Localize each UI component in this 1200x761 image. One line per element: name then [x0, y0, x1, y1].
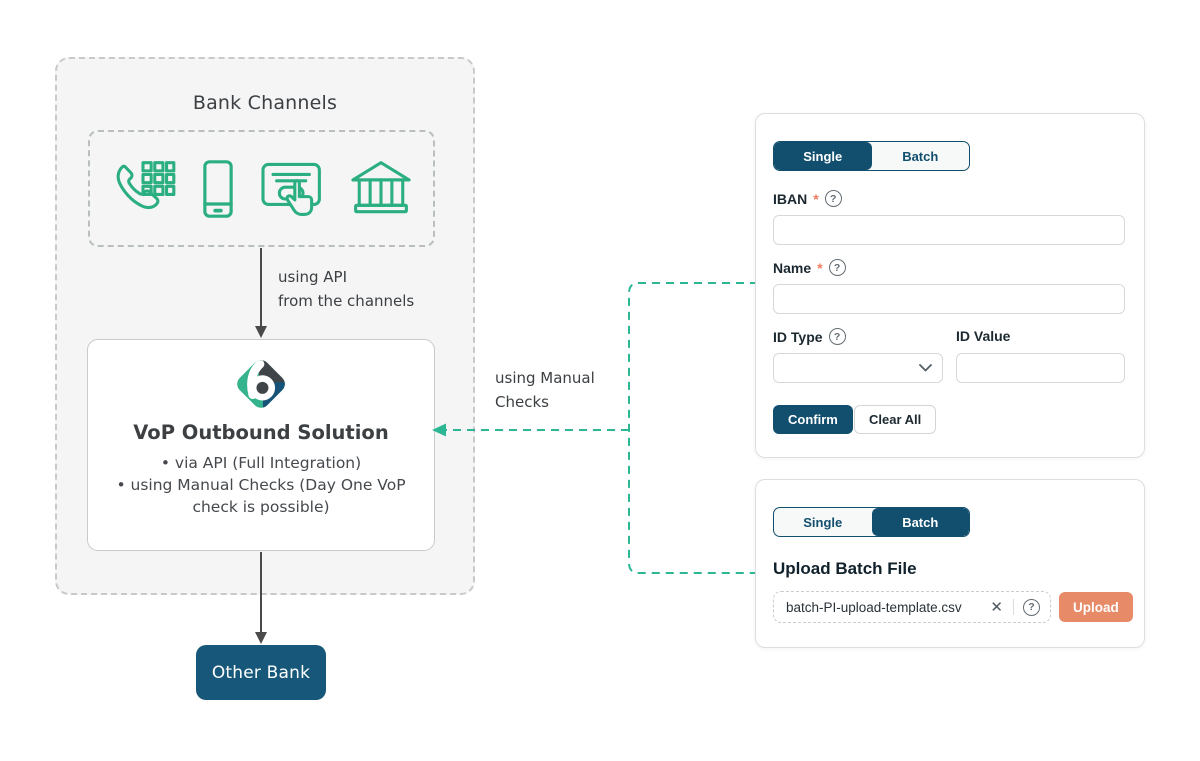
remove-file-icon[interactable]: ✕ [990, 599, 1003, 616]
upload-batch-file-heading: Upload Batch File [773, 559, 917, 578]
batch-upload-panel: Single Batch Upload Batch File batch-PI-… [755, 479, 1145, 648]
vop-bullet-manual: using Manual Checks (Day One VoP check i… [116, 476, 405, 516]
manual-checks-label: using Manual Checks [495, 369, 595, 411]
tab-batch[interactable]: Batch [871, 508, 969, 536]
id-type-label: ID Type ? [773, 328, 846, 345]
single-form-tab-group: Single Batch [773, 141, 970, 171]
name-help-icon[interactable]: ? [828, 259, 846, 276]
id-value-label: ID Value [956, 328, 1011, 344]
chip-divider [1013, 599, 1014, 615]
name-label: Name * ? [773, 259, 846, 276]
smartphone-icon [198, 159, 238, 219]
single-check-panel: Single Batch IBAN * ? Name * ? ID Type ?… [755, 113, 1145, 458]
name-input[interactable] [773, 284, 1125, 314]
tab-single[interactable]: Single [774, 142, 872, 170]
chevron-down-icon [919, 364, 932, 372]
confirm-button[interactable]: Confirm [773, 405, 853, 434]
manual-checks-connector [432, 282, 758, 574]
phone-keypad-icon [110, 160, 176, 218]
iban-input[interactable] [773, 215, 1125, 245]
id-value-input[interactable] [956, 353, 1125, 383]
id-type-select[interactable] [773, 353, 943, 383]
bank-building-icon [348, 160, 414, 218]
vop-logo-icon [233, 356, 289, 412]
iban-label: IBAN * ? [773, 190, 842, 207]
iban-required-marker: * [813, 190, 819, 207]
name-required-marker: * [817, 259, 823, 276]
selected-file-chip: batch-PI-upload-template.csv ✕ ? [773, 591, 1051, 623]
iban-help-icon[interactable]: ? [824, 190, 842, 207]
upload-button[interactable]: Upload [1059, 592, 1133, 622]
channel-icons-box [88, 130, 435, 247]
vop-outbound-solution-box: VoP Outbound Solution via API (Full Inte… [87, 339, 435, 551]
other-bank-label: Other Bank [211, 662, 311, 683]
id-type-help-icon[interactable]: ? [828, 328, 846, 345]
clear-all-button[interactable]: Clear All [854, 405, 937, 434]
other-bank-node: Other Bank [196, 645, 326, 700]
card-tap-icon [260, 159, 326, 219]
vop-bullet-api: via API (Full Integration) [161, 454, 361, 472]
channels-to-vop-arrow [255, 248, 267, 338]
bank-channels-title: Bank Channels [192, 92, 338, 114]
vop-to-other-bank-arrow [255, 552, 267, 644]
api-flow-label: using API from the channels [278, 268, 415, 310]
vop-title: VoP Outbound Solution [133, 421, 389, 444]
vop-bullet-list: via API (Full Integration) using Manual … [93, 452, 429, 518]
tab-batch[interactable]: Batch [902, 148, 939, 164]
batch-form-tab-group: Single Batch [773, 507, 970, 537]
file-name: batch-PI-upload-template.csv [786, 599, 962, 615]
tab-single[interactable]: Single [803, 514, 843, 530]
file-help-icon[interactable]: ? [1023, 598, 1040, 616]
